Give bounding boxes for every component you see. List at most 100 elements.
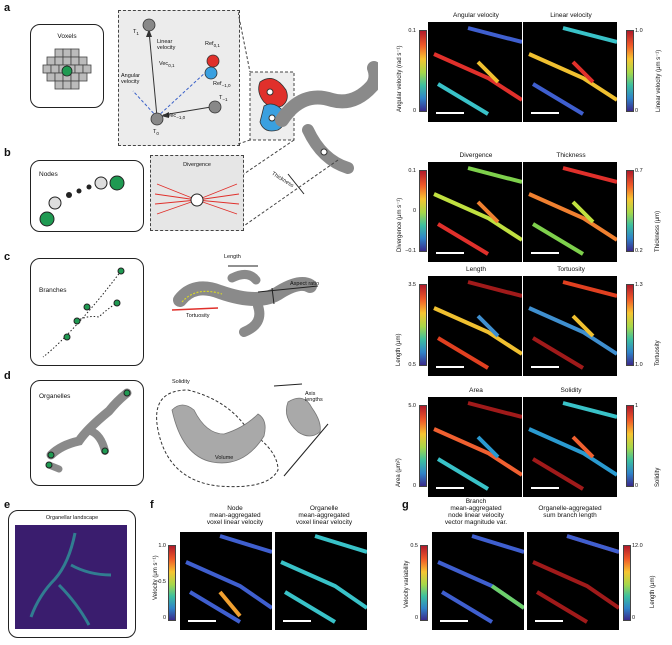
g-left-tick-bottom: 0 [414, 615, 418, 621]
f-tick-bottom: 0 [162, 615, 166, 621]
length-label: Length [224, 254, 241, 260]
nodes-label: Nodes [39, 171, 58, 178]
f-right-traces [280, 534, 367, 624]
f-colorbar [168, 545, 176, 621]
map-traces [528, 166, 617, 256]
f-left-map [180, 532, 272, 630]
map-trace [467, 401, 522, 419]
map-left-tick: 0 [412, 483, 416, 489]
map-scalebar [531, 252, 559, 254]
map-trace [562, 166, 617, 184]
map-trace [562, 280, 617, 298]
map-traces [528, 401, 617, 491]
map-trace [436, 222, 490, 256]
refm10-label: Ref−1,0 [213, 81, 231, 89]
g-right-tick-top: 12.0 [632, 543, 643, 549]
map-trace [571, 60, 595, 84]
map-scalebar [436, 252, 464, 254]
f-ylabel: Velocity (μm s⁻¹) [153, 555, 159, 600]
panel-letter-g: g [402, 499, 409, 511]
map-trace [467, 26, 522, 44]
f-left-title: Node mean-aggregated voxel linear veloci… [206, 505, 264, 526]
map-right-title: Solidity [560, 387, 582, 394]
g-right-colorbar [623, 545, 631, 621]
g-left-traces [437, 534, 524, 624]
g-left-map [432, 532, 524, 630]
map-scalebar [436, 487, 464, 489]
map-trace [531, 222, 585, 256]
map-trace [528, 427, 617, 477]
map-left-title: Divergence [459, 152, 493, 159]
panel-letter-e: e [4, 499, 11, 511]
f-right-title: Organelle mean-aggregated voxel linear v… [295, 505, 353, 526]
ref01-label: Ref0,1 [205, 41, 220, 49]
map-trace [571, 314, 595, 338]
map-right-tick: 1.3 [635, 282, 643, 288]
map-trace [531, 336, 585, 370]
map-left-title: Area [469, 387, 483, 394]
refm10-marker [204, 66, 218, 80]
map-trace [528, 52, 617, 102]
node-tm1-marker [208, 100, 222, 114]
vec01-label: Vec0,1 [159, 61, 175, 69]
map-trace [571, 200, 595, 224]
map-trace [433, 427, 522, 477]
map-right-tick: 0.2 [635, 248, 643, 254]
map-trace [436, 336, 490, 370]
node-t0-marker [150, 112, 164, 126]
map-scalebar [531, 487, 559, 489]
map-left-colorbar [419, 30, 427, 112]
landscape-heatmap [15, 525, 127, 629]
map-traces [528, 280, 617, 370]
map-left-colorbar [419, 405, 427, 487]
map-left-colorbar [419, 284, 427, 366]
g-left-ylabel: Velocity variability [404, 560, 410, 608]
map-trace [436, 82, 490, 116]
map-right-tick: 0 [635, 483, 639, 489]
g-left-title: Branch mean-aggregated node linear veloc… [444, 498, 508, 526]
f-tick-top: 1.0 [158, 543, 166, 549]
map-traces [528, 26, 617, 116]
map-left-image [428, 397, 522, 497]
map-trace [562, 26, 617, 44]
map-trace [476, 60, 500, 84]
map-right-title: Linear velocity [550, 12, 592, 19]
map-trace [467, 166, 522, 184]
volume-label: Volume [215, 455, 234, 461]
g-left-scalebar [440, 620, 468, 622]
map-right-ylabel: Thickness (μm) [655, 210, 661, 252]
map-right-image [523, 22, 617, 122]
branches-diagram [42, 267, 125, 358]
landscape-title: Organellar landscape [45, 515, 99, 521]
map-trace [476, 435, 500, 459]
node-t1-marker [142, 18, 156, 32]
map-right-colorbar [626, 405, 634, 487]
map-left-ylabel: Area (μm²) [396, 458, 402, 487]
organelle-3d-schematic [238, 11, 378, 230]
map-left-tick: 0 [412, 108, 416, 114]
nodes-diagram [39, 175, 125, 227]
panel-letter-d: d [4, 370, 11, 382]
panel-letter-c: c [4, 251, 11, 263]
map-right-tick: 1.0 [635, 28, 643, 34]
map-trace [433, 306, 522, 356]
map-left-tick: 0.1 [408, 28, 416, 34]
voxels-label: Voxels [57, 33, 77, 40]
map-right-tick: 0 [635, 108, 639, 114]
map-right-image [523, 397, 617, 497]
g-left-tick-top: 0.5 [410, 543, 418, 549]
organelles-label: Organelles [39, 393, 71, 400]
branch-metrics-diagram [171, 265, 319, 337]
map-right-colorbar [626, 284, 634, 366]
map-left-tick: 0.1 [408, 168, 416, 174]
map-traces [433, 401, 522, 491]
tortuosity-label: Tortuosity [186, 313, 210, 319]
map-trace [476, 314, 500, 338]
solidity-label: Solidity [172, 379, 190, 385]
organelles-diagram [45, 388, 132, 473]
nodes-box: Nodes [30, 160, 144, 232]
map-trace [436, 457, 490, 491]
g-right-map [527, 532, 619, 630]
t1-label: T1 [133, 29, 139, 37]
divergence-box: Divergence [150, 155, 244, 231]
